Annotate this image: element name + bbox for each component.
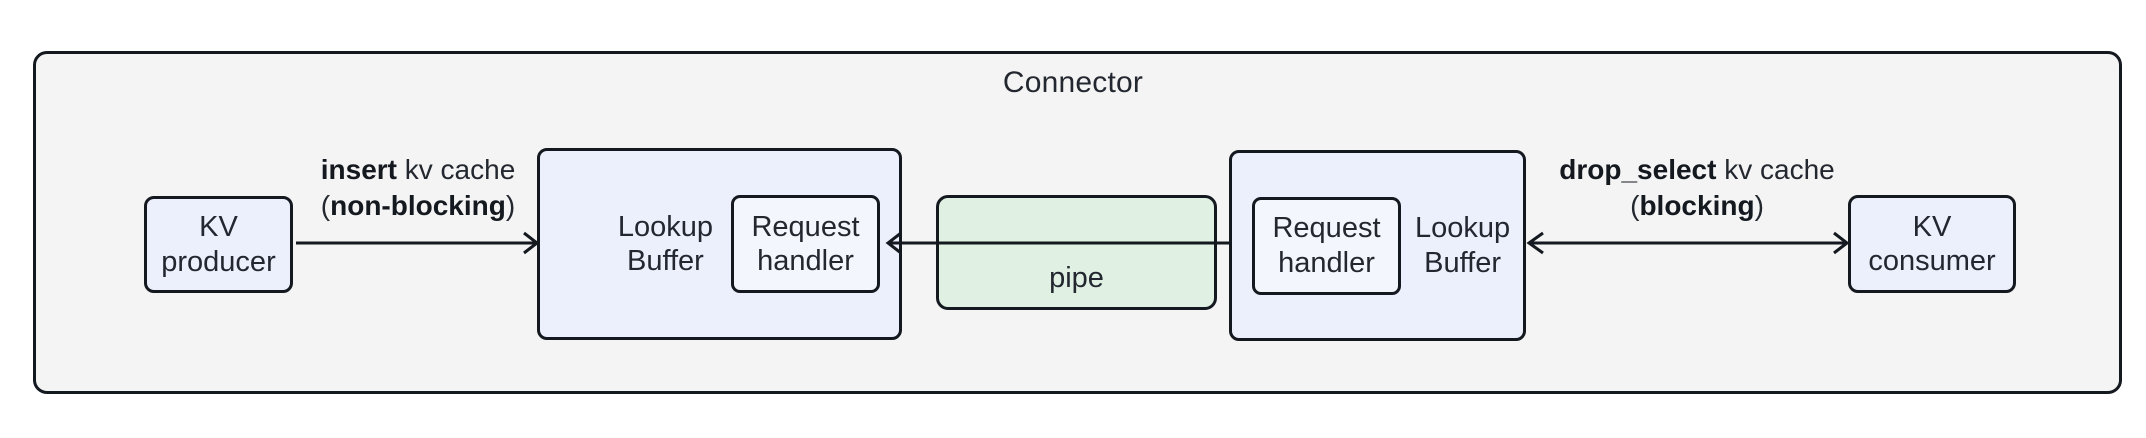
edge-label-insert-close: ) [505,190,516,222]
edge-label-drop-close: ) [1754,190,1764,222]
node-request-handler-right-label: Request handler [1272,212,1381,279]
edge-label-insert-open: ( [320,190,331,222]
node-lookup-buffer-right[interactable]: Request handler Lookup Buffer [1229,150,1526,341]
edge-label-drop-select: drop_select kv cache (blocking) [1542,152,1852,225]
edge-label-insert-mode: non-blocking [330,190,506,222]
edge-label-drop-strong: drop_select [1559,154,1717,185]
edge-label-insert-rest: kv cache [396,154,516,185]
connector-title: Connector [1002,66,1144,99]
edge-label-drop-mode: blocking [1639,190,1755,222]
node-kv-consumer-label: KV consumer [1868,210,1996,277]
node-lookup-buffer-left-label: Lookup Buffer [617,210,713,277]
edge-label-drop-open: ( [1630,190,1640,222]
node-pipe[interactable]: pipe [936,195,1217,310]
node-request-handler-left[interactable]: Request handler [731,195,880,293]
edge-label-insert-line2: (non-blocking) [296,188,540,224]
node-pipe-label: pipe [1049,261,1104,294]
node-kv-producer[interactable]: KV producer [144,196,293,293]
node-request-handler-left-label: Request handler [751,210,860,277]
edge-label-drop-line1: drop_select kv cache [1542,152,1852,188]
lookup-buffer-left-content: Lookup Buffer Request handler [540,151,899,337]
node-request-handler-right[interactable]: Request handler [1252,196,1401,295]
node-kv-producer-label: KV producer [161,211,276,278]
edge-label-insert: insert kv cache (non-blocking) [296,152,540,225]
edge-label-insert-strong: insert [320,154,397,185]
node-kv-consumer[interactable]: KV consumer [1848,195,2016,293]
node-lookup-buffer-right-label: Lookup Buffer [1415,212,1511,279]
edge-label-drop-rest: kv cache [1716,154,1835,185]
lookup-buffer-right-content: Request handler Lookup Buffer [1232,153,1523,338]
edge-label-insert-line1: insert kv cache [296,152,540,188]
edge-label-drop-line2: (blocking) [1542,188,1852,224]
node-lookup-buffer-left[interactable]: Lookup Buffer Request handler [537,148,902,340]
